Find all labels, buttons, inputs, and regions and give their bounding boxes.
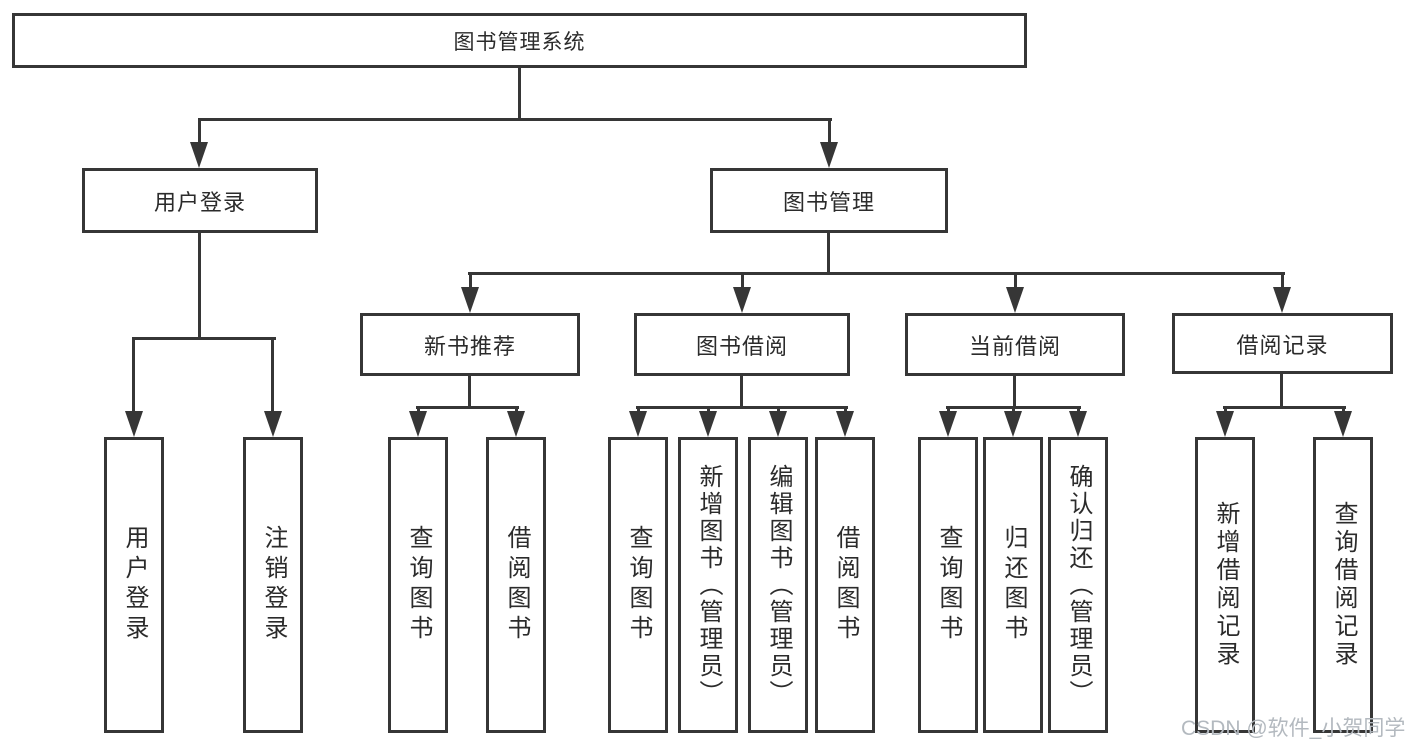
arrowhead-down-icon [629,411,647,437]
leaf-label: 用户登录 [121,525,148,645]
leaf-logout: 注销登录 [243,437,303,733]
connector-line [636,406,848,409]
arrowhead-down-icon [264,411,282,437]
connector-line [198,118,201,148]
leaf-label: 编辑图书（管理员） [765,463,792,707]
leaf-label: 借阅图书 [503,525,530,645]
connector-line [707,406,710,415]
connector-line [827,233,830,275]
arrowhead-down-icon [461,287,479,313]
node-current-borrow: 当前借阅 [905,313,1125,376]
arrowhead-down-icon [1006,287,1024,313]
arrowhead-down-icon [1334,411,1352,437]
arrowhead-down-icon [1273,287,1291,313]
arrowhead-down-icon [836,411,854,437]
leaf-label: 新增借阅记录 [1212,501,1239,669]
connector-line [1280,374,1283,409]
connector-line [1014,272,1017,293]
leaf-borrow-books-2: 借阅图书 [815,437,875,733]
connector-line [1342,406,1345,415]
connector-line [947,406,950,415]
arrowhead-down-icon [409,411,427,437]
connector-line [132,337,135,417]
connector-line [271,337,274,417]
connector-line [416,406,519,409]
leaf-query-borrow-record: 查询借阅记录 [1313,437,1373,733]
leaf-label: 注销登录 [260,525,287,645]
connector-line [828,118,831,148]
arrowhead-down-icon [507,411,525,437]
connector-line [1281,272,1284,293]
csdn-watermark: CSDN @软件_小贺同学 [1181,717,1405,740]
leaf-label: 查询图书 [405,525,432,645]
node-library-management-system: 图书管理系统 [12,13,1027,68]
leaf-add-books-admin: 新增图书（管理员） [678,437,738,733]
node-book-borrow: 图书借阅 [634,313,850,376]
leaf-label: 新增图书（管理员） [695,463,722,707]
connector-line [468,376,471,409]
arrowhead-down-icon [769,411,787,437]
connector-line [133,337,276,340]
arrowhead-down-icon [733,287,751,313]
arrowhead-down-icon [125,411,143,437]
connector-line [741,272,744,293]
connector-line [518,68,521,121]
leaf-label: 借阅图书 [832,525,859,645]
node-user-login: 用户登录 [82,168,318,233]
leaf-borrow-books-1: 借阅图书 [486,437,546,733]
connector-line [515,406,518,415]
connector-line [1077,406,1080,415]
leaf-query-books-3: 查询图书 [918,437,978,733]
connector-line [1012,406,1015,415]
arrowhead-down-icon [939,411,957,437]
arrowhead-down-icon [1216,411,1234,437]
connector-line [198,118,832,121]
connector-line [469,272,472,293]
arrowhead-down-icon [1069,411,1087,437]
leaf-user-login: 用户登录 [104,437,164,733]
leaf-return-books: 归还图书 [983,437,1043,733]
arrowhead-down-icon [699,411,717,437]
leaf-label: 查询图书 [625,525,652,645]
connector-line [198,233,201,339]
leaf-label: 查询借阅记录 [1330,501,1357,669]
arrowhead-down-icon [1004,411,1022,437]
connector-line [468,272,1285,275]
connector-line [777,406,780,415]
leaf-query-books-1: 查询图书 [388,437,448,733]
leaf-add-borrow-record: 新增借阅记录 [1195,437,1255,733]
node-book-management: 图书管理 [710,168,948,233]
leaf-confirm-return-admin: 确认归还（管理员） [1048,437,1108,733]
connector-line [1013,376,1016,409]
connector-line [1223,406,1346,409]
leaf-query-books-2: 查询图书 [608,437,668,733]
connector-line [417,406,420,415]
arrowhead-down-icon [820,142,838,168]
leaf-label: 查询图书 [935,525,962,645]
connector-line [740,376,743,409]
node-new-book-recommend: 新书推荐 [360,313,580,376]
leaf-edit-books-admin: 编辑图书（管理员） [748,437,808,733]
leaf-label: 归还图书 [1000,525,1027,645]
leaf-label: 确认归还（管理员） [1065,463,1092,707]
arrowhead-down-icon [190,142,208,168]
connector-line [1224,406,1227,415]
connector-line [844,406,847,415]
connector-line [637,406,640,415]
node-borrow-records: 借阅记录 [1172,313,1393,374]
